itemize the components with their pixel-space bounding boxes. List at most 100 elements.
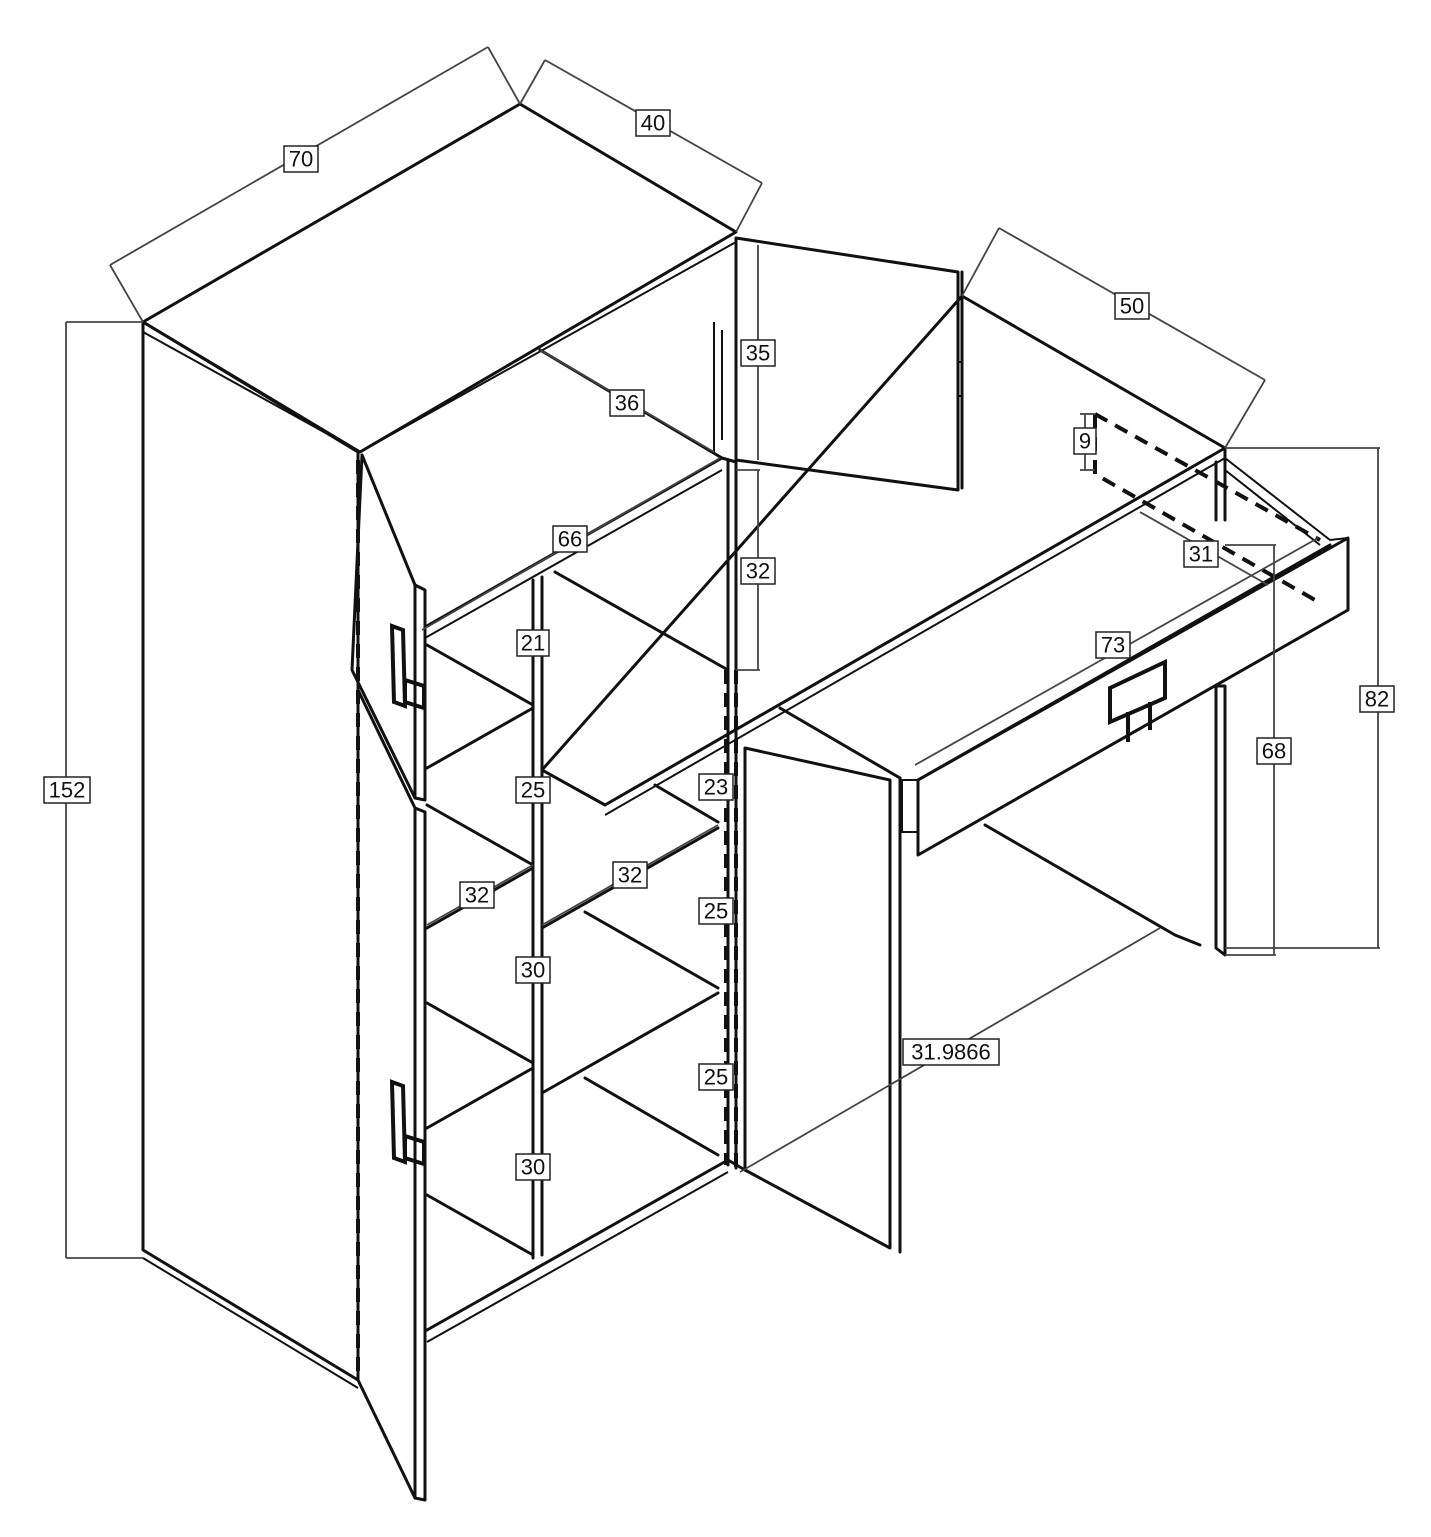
right-shelf-2 bbox=[653, 783, 720, 824]
top-door bbox=[734, 236, 964, 492]
desk-top bbox=[540, 294, 1227, 807]
dim-ext-40b bbox=[735, 182, 763, 233]
svg-text:32: 32 bbox=[746, 559, 770, 584]
upper-left-door-panel bbox=[350, 453, 417, 800]
cabinet-bottom-panel bbox=[425, 1158, 747, 1332]
dim-label-35: 35 bbox=[740, 339, 776, 367]
lower-door-handle-icon[interactable] bbox=[389, 1079, 426, 1167]
upper-handle-plate bbox=[389, 623, 408, 709]
dim-ext-70b bbox=[487, 46, 521, 105]
upper-compartment-floor bbox=[553, 570, 730, 672]
dim-ext-50a bbox=[961, 227, 1000, 297]
dim-label-82: 82 bbox=[1359, 685, 1395, 713]
hidden-drawer-back bbox=[1093, 414, 1316, 602]
dim-label-73: 73 bbox=[1095, 631, 1131, 659]
upper-door-handle-icon[interactable] bbox=[389, 623, 426, 711]
right-shelf-4 bbox=[583, 1076, 720, 1157]
svg-text:31: 31 bbox=[1189, 542, 1213, 567]
left-shelf-3b bbox=[425, 1066, 535, 1130]
cabinet-top bbox=[141, 102, 738, 454]
lower-handle-grip bbox=[403, 1133, 426, 1167]
dim-ext-70a bbox=[109, 264, 144, 323]
upper-left-door bbox=[350, 453, 427, 802]
dimension-labels: 70 40 152 35 36 66 32 21 25 23 32 32 25 … bbox=[43, 109, 1395, 1181]
dim-label-32-right: 32 bbox=[612, 861, 648, 889]
drawer-side bbox=[1224, 457, 1349, 542]
lower-left-door-panel bbox=[356, 688, 417, 1500]
dim-label-25-left: 25 bbox=[515, 776, 551, 804]
svg-text:70: 70 bbox=[289, 147, 313, 172]
dim-label-30-upper: 30 bbox=[515, 956, 551, 984]
svg-text:36: 36 bbox=[615, 391, 639, 416]
drawer-handle-plate bbox=[1108, 658, 1167, 726]
svg-text:40: 40 bbox=[641, 111, 665, 136]
svg-text:73: 73 bbox=[1101, 633, 1125, 658]
svg-text:25: 25 bbox=[704, 899, 728, 924]
left-shelf-1b bbox=[425, 706, 535, 770]
dim-label-36: 36 bbox=[609, 389, 645, 417]
desk-back-stretcher bbox=[983, 823, 1202, 947]
desk-top-front-edge bbox=[604, 457, 1226, 816]
left-shelf-4 bbox=[425, 1193, 535, 1257]
svg-text:30: 30 bbox=[521, 958, 545, 983]
right-shelf-3 bbox=[583, 910, 720, 990]
dim-label-31: 31 bbox=[1183, 540, 1219, 568]
dim-label-23: 23 bbox=[698, 773, 734, 801]
dim-ext-50b bbox=[1224, 379, 1266, 449]
dim-label-32-left: 32 bbox=[459, 881, 495, 909]
right-shelf-3b bbox=[540, 991, 720, 1095]
hidden-drawer-top bbox=[1094, 412, 1321, 542]
svg-text:152: 152 bbox=[49, 778, 86, 803]
svg-text:21: 21 bbox=[521, 631, 545, 656]
upper-handle-grip bbox=[403, 677, 426, 711]
cabinet-bottom-panel-edge bbox=[426, 1171, 729, 1343]
cabinet-top-thickness-front bbox=[359, 241, 737, 453]
svg-text:35: 35 bbox=[746, 341, 770, 366]
dim-label-9: 9 bbox=[1073, 427, 1097, 455]
dim-label-21: 21 bbox=[516, 629, 550, 657]
desk-unit bbox=[540, 294, 1350, 1254]
drawer-front[interactable] bbox=[916, 536, 1350, 857]
svg-text:82: 82 bbox=[1365, 687, 1389, 712]
desk-right-leg bbox=[1214, 684, 1227, 957]
svg-text:25: 25 bbox=[521, 778, 545, 803]
dim-label-66: 66 bbox=[552, 525, 588, 553]
dim-label-68: 68 bbox=[1256, 737, 1292, 765]
svg-text:9: 9 bbox=[1079, 429, 1091, 454]
dim-label-152: 152 bbox=[43, 776, 91, 804]
svg-text:50: 50 bbox=[1120, 294, 1144, 319]
dim-label-40: 40 bbox=[635, 109, 671, 137]
cabinet-left-bottom-edge bbox=[142, 1257, 359, 1389]
drawer-top-edge bbox=[916, 543, 1332, 782]
drawer-handle-icon[interactable] bbox=[1108, 658, 1167, 742]
dim-label-50: 50 bbox=[1114, 292, 1150, 320]
dim-label-25-low: 25 bbox=[698, 1063, 734, 1091]
drawer-runner-icon bbox=[901, 779, 919, 833]
dim-label-25-mid: 25 bbox=[698, 897, 734, 925]
dim-label-70: 70 bbox=[283, 145, 319, 173]
dim-label-30-lower: 30 bbox=[515, 1153, 551, 1181]
left-shelf-2 bbox=[425, 803, 535, 867]
svg-text:32: 32 bbox=[618, 863, 642, 888]
left-shelf-3 bbox=[425, 1001, 535, 1065]
svg-text:31.9866: 31.9866 bbox=[911, 1040, 991, 1065]
svg-text:25: 25 bbox=[704, 1065, 728, 1090]
dim-label-32-upper: 32 bbox=[740, 557, 776, 585]
svg-text:66: 66 bbox=[558, 527, 582, 552]
lower-handle-plate bbox=[389, 1079, 408, 1165]
svg-text:68: 68 bbox=[1262, 739, 1286, 764]
top-door-panel bbox=[734, 236, 960, 492]
lower-left-door bbox=[356, 688, 427, 1502]
svg-text:30: 30 bbox=[521, 1155, 545, 1180]
dim-ext-40a bbox=[519, 59, 546, 105]
tall-cabinet bbox=[141, 102, 747, 1389]
cabinet-left-side bbox=[141, 320, 360, 1382]
left-shelf-1 bbox=[425, 643, 535, 707]
svg-text:32: 32 bbox=[465, 883, 489, 908]
svg-text:23: 23 bbox=[704, 775, 728, 800]
desk-middle-panel-top bbox=[778, 706, 902, 780]
desk-middle-panel bbox=[743, 746, 892, 1250]
upper-shelf-front-2 bbox=[424, 469, 723, 639]
dim-label-31-9866: 31.9866 bbox=[902, 1038, 1000, 1066]
